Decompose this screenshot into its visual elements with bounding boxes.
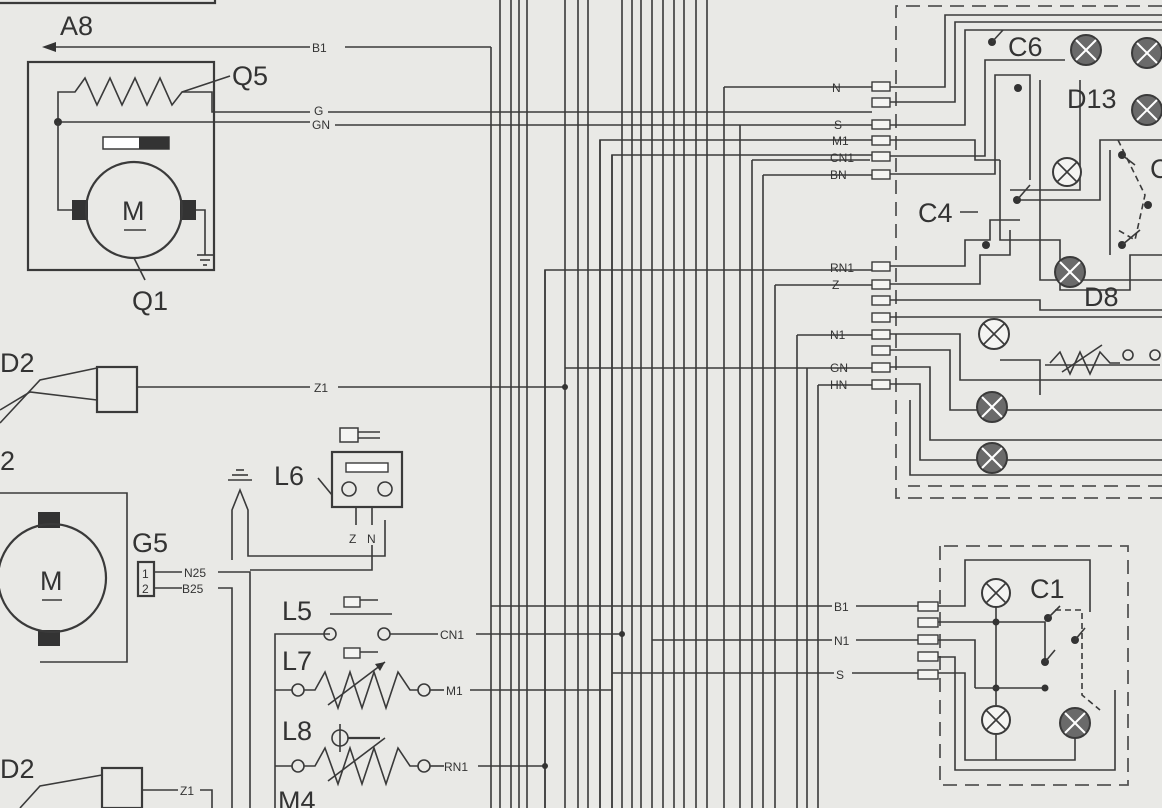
lamp-icon <box>981 578 1011 608</box>
motor-q1-group: A8 B1 Q5 G GN M Q1 <box>26 11 872 316</box>
conn-top-label: GN <box>830 361 848 375</box>
switch-l6: L6 Z N <box>250 427 404 571</box>
label-g5: G5 <box>132 528 168 558</box>
conn-bottom-label: N1 <box>834 634 850 648</box>
lamp-icon <box>1131 37 1162 69</box>
label-d8: D8 <box>1084 282 1119 312</box>
label-num-2: 2 <box>0 446 15 476</box>
motor-g5-symbol: M <box>40 566 63 596</box>
q1-housing <box>26 60 216 272</box>
sensor-d2-top: D2 Z1 <box>0 348 568 424</box>
module-top-right: C6 D13 C4 D8 C <box>890 5 1162 499</box>
svg-text:N: N <box>367 532 376 546</box>
label-q1: Q1 <box>132 286 168 316</box>
lamp-icon <box>1131 94 1162 126</box>
label-a8: A8 <box>60 11 93 41</box>
conn-top-label: BN <box>830 168 847 182</box>
conn-top-label: HN <box>830 378 847 392</box>
module-c1: C1 <box>938 545 1129 786</box>
conn-bottom-label: B1 <box>834 600 849 614</box>
svg-text:2: 2 <box>142 582 149 596</box>
frame-edge <box>0 0 217 5</box>
label-q5: Q5 <box>232 61 268 91</box>
switch-group-l: L5 CN1 L7 M1 L8 RN1 M4 <box>274 596 625 808</box>
label-d13: D13 <box>1067 84 1117 114</box>
label-c-partial: C <box>1150 154 1162 184</box>
label-l8: L8 <box>282 716 312 746</box>
top-connector-runs <box>544 86 872 808</box>
lamp-icon <box>1070 34 1102 66</box>
wire-b1-label: B1 <box>312 41 327 55</box>
conn-top-label: M1 <box>832 134 849 148</box>
wire-m1-label: M1 <box>446 684 463 698</box>
motor-q1-symbol: M <box>122 196 145 226</box>
wire-n25-label: N25 <box>184 566 206 580</box>
connector-bottom: B1 N1 S <box>491 600 939 682</box>
svg-text:1: 1 <box>142 567 149 581</box>
label-l7: L7 <box>282 646 312 676</box>
wire-b25-label: B25 <box>182 582 204 596</box>
label-c4: C4 <box>918 198 953 228</box>
lamp-icon <box>976 391 1008 423</box>
lamp-icon <box>1059 707 1091 739</box>
lamp-icon <box>1054 256 1086 288</box>
label-c6: C6 <box>1008 32 1043 62</box>
wire-cn1-label: CN1 <box>440 628 464 642</box>
conn-top-label: CN1 <box>830 151 854 165</box>
label-l5: L5 <box>282 596 312 626</box>
conn-bottom-label: S <box>836 668 844 682</box>
connector-top: N S M1 CN1 BN RN1 Z N1 GN HN <box>830 81 891 392</box>
wire-z1-label: Z1 <box>314 381 328 395</box>
conn-top-label: N1 <box>830 328 846 342</box>
wire-rn1-label: RN1 <box>444 760 468 774</box>
svg-text:Z: Z <box>349 532 356 546</box>
wire-g-label: G <box>314 104 323 118</box>
lamp-icon <box>976 442 1008 474</box>
motor-g5-group: 2 M G5 1 2 N25 B25 <box>0 446 386 808</box>
conn-top-label: S <box>834 118 842 132</box>
label-d2-bottom: D2 <box>0 754 35 784</box>
conn-top-label: Z <box>832 278 839 292</box>
lamp-icon <box>981 705 1011 735</box>
label-m4: M4 <box>278 786 316 808</box>
label-d2-top: D2 <box>0 348 35 378</box>
lamp-icon <box>1052 157 1082 187</box>
sensor-d2-bottom: D2 Z1 <box>0 754 213 808</box>
label-c1: C1 <box>1030 574 1065 604</box>
label-l6: L6 <box>274 461 304 491</box>
conn-top-label: RN1 <box>830 261 854 275</box>
wire-z1-bottom-label: Z1 <box>180 784 194 798</box>
wire-gn-label: GN <box>312 118 330 132</box>
conn-top-label: N <box>832 81 841 95</box>
harness-bundle <box>490 0 819 808</box>
lamp-icon <box>978 318 1010 350</box>
